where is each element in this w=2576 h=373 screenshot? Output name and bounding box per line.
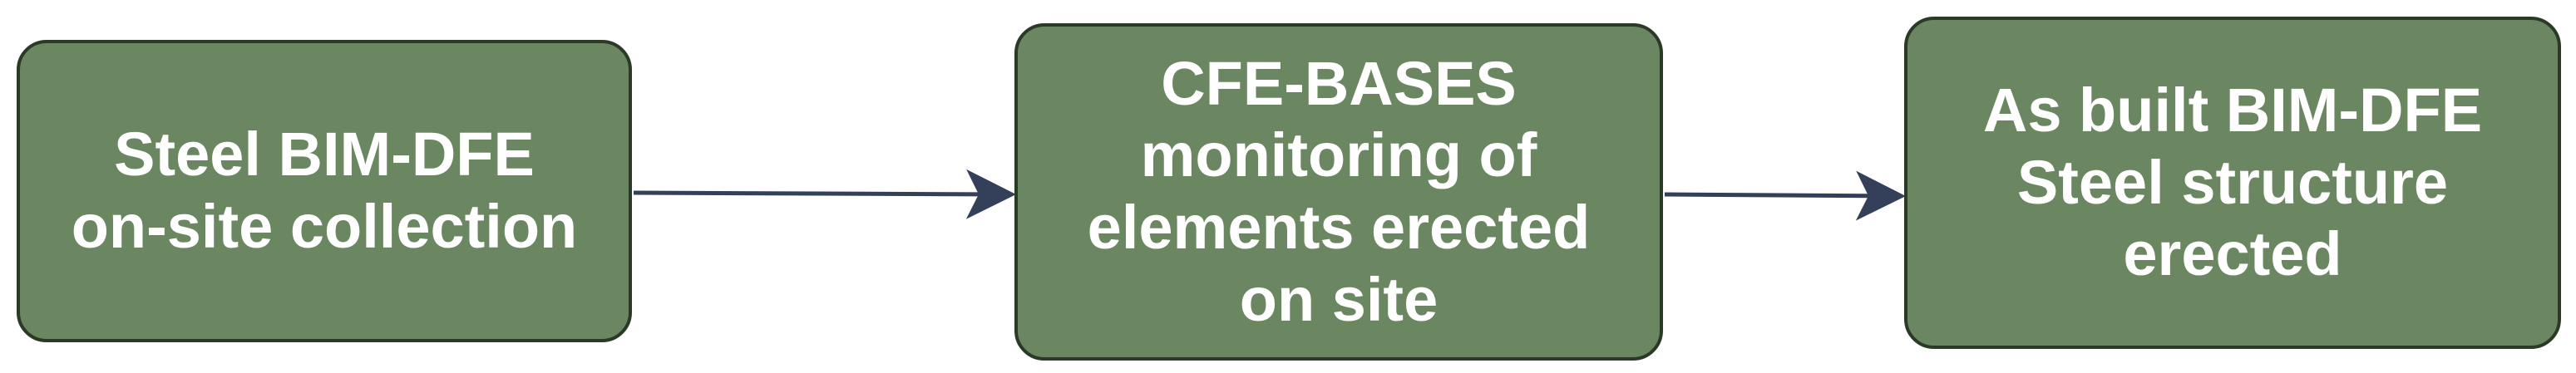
node-as-built-bim-dfe: As built BIM-DFE Steel structure erected: [1904, 17, 2561, 349]
node-label: As built BIM-DFE Steel structure erected: [1982, 76, 2483, 289]
node-label: Steel BIM-DFE on-site collection: [71, 120, 578, 261]
node-label: CFE-BASES monitoring of elements erected…: [1087, 48, 1591, 334]
arrow-node2-to-node3: [1664, 170, 1906, 221]
node-steel-bim-dfe-collection: Steel BIM-DFE on-site collection: [17, 40, 632, 342]
node-cfe-bases-monitoring: CFE-BASES monitoring of elements erected…: [1014, 23, 1663, 361]
arrow-node1-to-node2: [633, 169, 1016, 219]
